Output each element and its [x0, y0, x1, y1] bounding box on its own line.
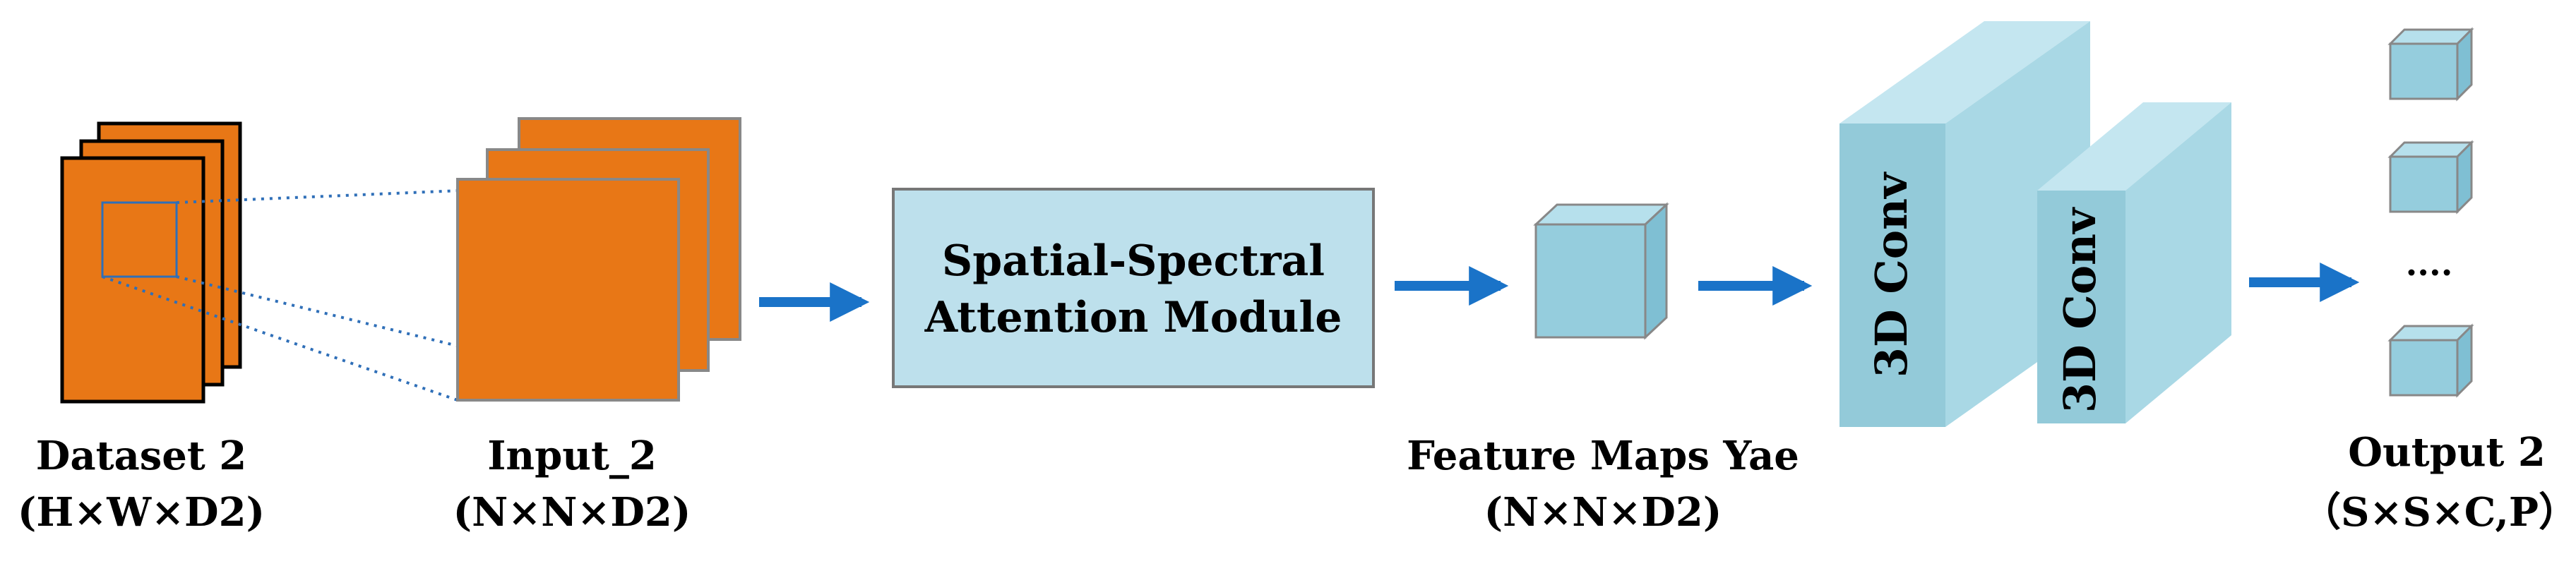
output-cube-1 — [2387, 27, 2474, 102]
conv-block-1-front — [1839, 124, 1945, 427]
feature-maps-dims-label: (N×N×D2) — [1484, 489, 1722, 536]
attention-module-box: Spatial-Spectral Attention Module — [892, 188, 1375, 388]
conv-block-2-side — [2125, 102, 2231, 423]
feature-maps-name-label: Feature Maps Yae — [1407, 433, 1799, 479]
output-dims-label: （S×S×C,P） — [2301, 489, 2576, 536]
attention-module-line2: Attention Module — [924, 293, 1342, 342]
conv-block-2-label: 3D Conv — [2054, 207, 2106, 413]
projection-line-bottom — [102, 275, 458, 402]
output-name-label: Output 2 — [2348, 429, 2546, 476]
conv-block-1-top — [1839, 21, 2090, 124]
output-cube-2-front — [2389, 155, 2459, 213]
conv-block-2-front — [2037, 191, 2125, 423]
output-cubes — [2387, 27, 2474, 398]
conv-block-2: 3D Conv — [2037, 102, 2231, 423]
output-cube-3 — [2387, 323, 2474, 398]
attention-module-rect — [892, 188, 1375, 388]
feature-maps-cube — [1533, 202, 1669, 340]
output-ellipsis: .... — [2406, 244, 2453, 284]
dataset-layer-1 — [60, 156, 205, 404]
dataset-dims-label: (H×W×D2) — [18, 489, 265, 536]
feature-cube-top — [1533, 203, 1669, 226]
input-dims-label: (N×N×D2) — [453, 489, 691, 536]
input-name-label: Input_2 — [487, 433, 657, 479]
attention-module-line1: Spatial-Spectral — [942, 236, 1325, 286]
dataset-stack — [60, 121, 242, 404]
conv-block-1-label: 3D Conv — [1866, 171, 1917, 378]
input-layer-1 — [456, 178, 680, 402]
output-cube-1-front — [2389, 42, 2459, 100]
conv-block-1: 3D Conv — [1839, 21, 2090, 427]
output-cube-3-front — [2389, 339, 2459, 397]
input-stack — [456, 117, 741, 402]
projection-line-bottom-right — [176, 275, 679, 402]
output-cube-2 — [2387, 140, 2474, 215]
feature-cube-front — [1534, 223, 1647, 339]
dataset-name-label: Dataset 2 — [36, 433, 246, 479]
patch-projection-lines — [102, 180, 679, 402]
conv-block-2-top — [2037, 102, 2231, 191]
dataset-patch-window — [101, 201, 178, 278]
feature-cube-side — [1644, 202, 1668, 340]
